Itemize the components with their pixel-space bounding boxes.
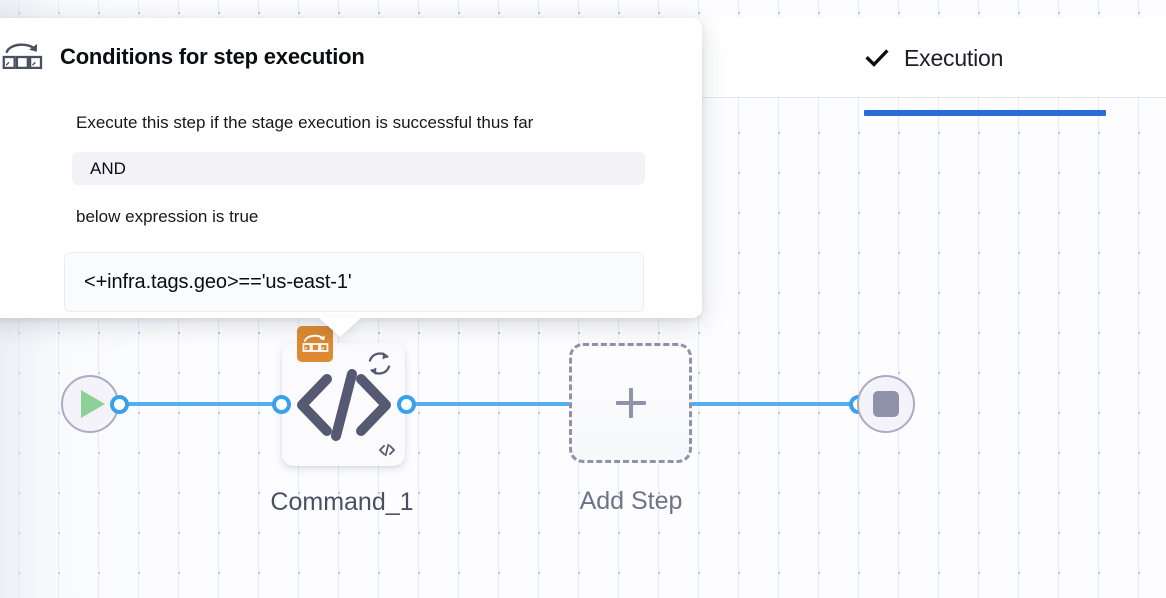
command-input-port[interactable]	[272, 395, 291, 414]
popover-tail	[318, 317, 362, 337]
command-step-icon-outline	[0, 38, 44, 76]
edge-addstep-to-end	[688, 402, 866, 406]
step-node-command-label: Command_1	[270, 488, 414, 516]
add-step-button[interactable]	[569, 343, 692, 463]
active-tab-indicator	[864, 110, 1106, 116]
condition-operator-select[interactable]: AND	[72, 152, 645, 185]
edge-start-to-command	[112, 402, 290, 406]
condition-expression-input[interactable]: <+infra.tags.geo>=='us-east-1'	[64, 252, 644, 312]
play-icon	[81, 390, 105, 418]
condition-text-primary: Execute this step if the stage execution…	[76, 113, 534, 132]
retry-loop-icon	[364, 348, 395, 379]
tab-execution-label: Execution	[904, 44, 1004, 71]
code-brackets-small-icon	[377, 440, 397, 460]
command-output-port[interactable]	[397, 395, 416, 414]
popover-title: Conditions for step execution	[60, 44, 365, 69]
code-brackets-icon	[282, 343, 405, 466]
step-conditions-popover: Conditions for step execution Execute th…	[0, 18, 702, 337]
check-icon	[864, 45, 890, 71]
pipeline-end-node[interactable]	[857, 375, 915, 433]
start-output-port[interactable]	[110, 395, 129, 414]
tab-execution[interactable]: Execution	[864, 18, 1003, 98]
step-node-command[interactable]	[282, 326, 405, 466]
add-step-label: Add Step	[579, 487, 683, 515]
command-step-icon	[297, 326, 333, 362]
edge-command-to-addstep	[398, 402, 578, 406]
condition-text-secondary: below expression is true	[76, 207, 259, 226]
popover-header: Conditions for step execution	[0, 38, 365, 76]
stop-icon	[873, 391, 899, 417]
plus-icon-vertical	[628, 388, 633, 418]
